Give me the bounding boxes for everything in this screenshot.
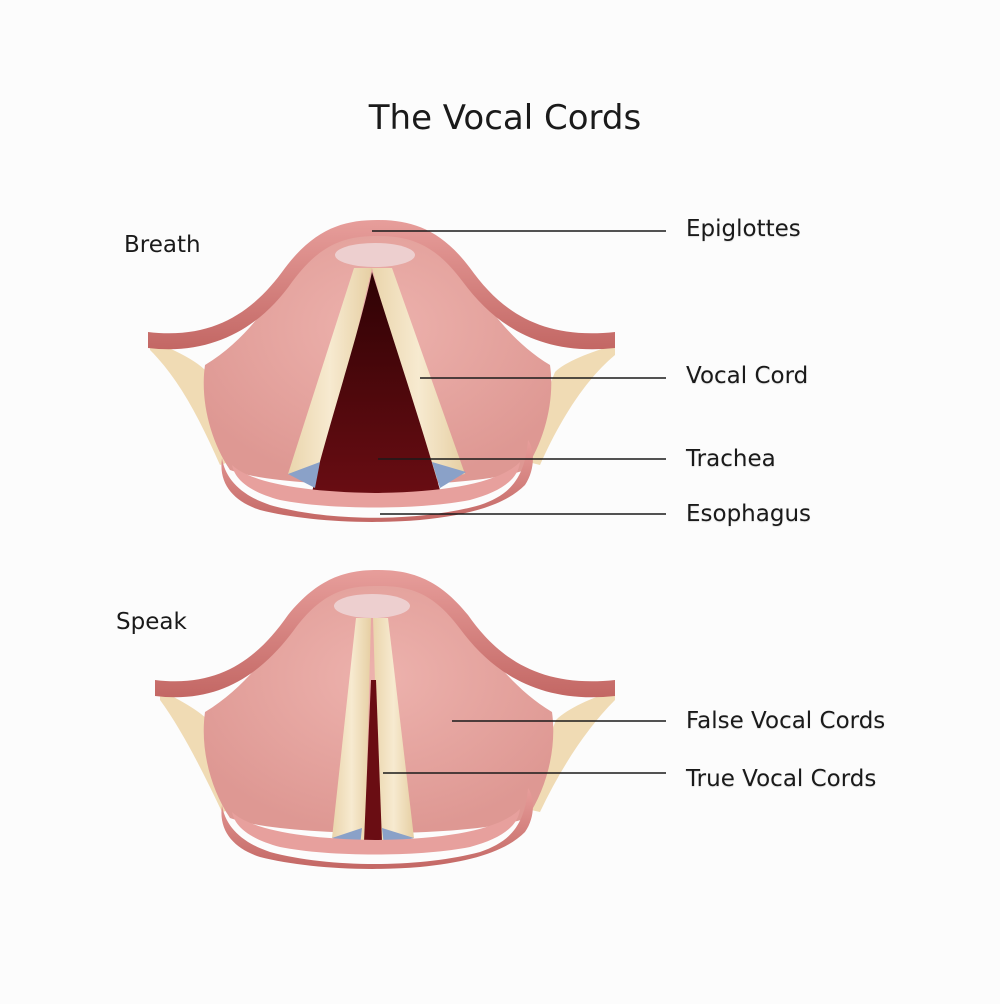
breath-arytenoid-right	[432, 462, 466, 488]
speak-esophagus-lip-inner	[232, 809, 520, 855]
breath-side-cartilage-right	[520, 345, 615, 465]
breath-airway-opening	[312, 272, 440, 498]
callout-epiglottes: Epiglottes	[686, 216, 801, 242]
callout-vocal-cord: Vocal Cord	[686, 363, 809, 389]
breath-label: Breath	[124, 232, 201, 258]
breath-larynx	[148, 220, 615, 522]
speak-upper-rim	[155, 570, 615, 698]
breath-vocal-cord-right	[372, 268, 465, 480]
speak-label: Speak	[116, 609, 187, 635]
speak-vocal-cord-right	[373, 618, 414, 842]
leader-lines	[372, 230, 666, 774]
breath-epiglottis-patch	[335, 243, 415, 267]
breath-vocal-cord-left	[288, 268, 372, 480]
callout-trachea: Trachea	[686, 446, 776, 472]
speak-vocal-cord-left	[332, 618, 371, 842]
speak-larynx	[155, 570, 615, 869]
callout-esophagus: Esophagus	[686, 501, 812, 527]
callout-false-vocal-cords: False Vocal Cords	[686, 708, 886, 734]
diagram-title: The Vocal Cords	[368, 98, 642, 138]
breath-arytenoid-left	[288, 462, 320, 488]
breath-upper-rim	[148, 220, 615, 350]
speak-epiglottis-patch	[334, 594, 410, 618]
breath-esophagus-lip-inner	[232, 462, 520, 508]
speak-glottis-slit	[364, 680, 382, 842]
callout-true-vocal-cords: True Vocal Cords	[686, 766, 877, 792]
